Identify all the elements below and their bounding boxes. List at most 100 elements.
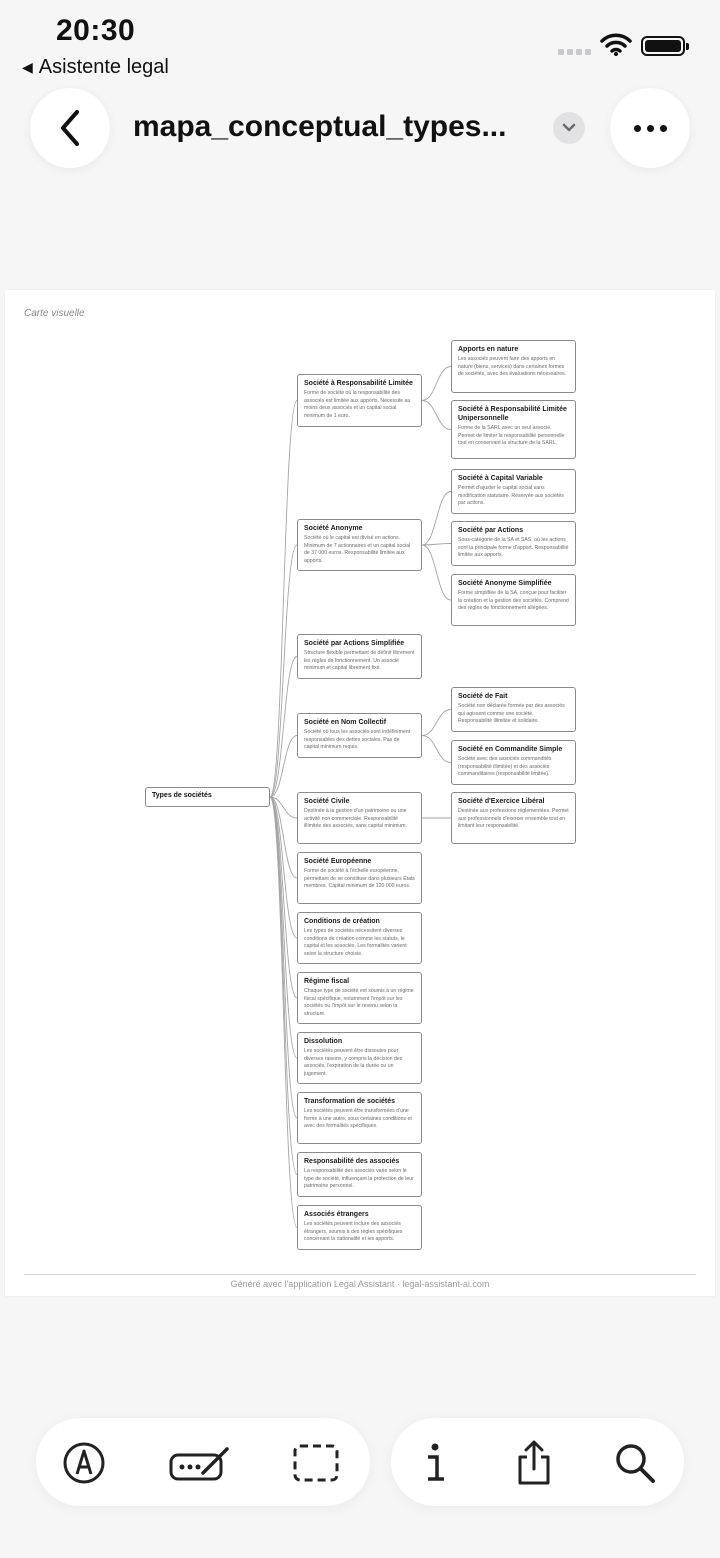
back-app-label: Asistente legal <box>38 56 169 78</box>
node-description: Chaque type de société est soumis à un r… <box>304 988 414 1017</box>
connector-line <box>269 796 298 819</box>
signature-button[interactable] <box>168 1440 232 1486</box>
connector-line <box>269 796 298 999</box>
connector-line <box>269 796 298 1119</box>
concept-map: Types de sociétés Société à Responsabili… <box>5 290 715 1280</box>
node-title: Société par Actions Simplifiée <box>304 640 405 647</box>
node-title: Société à Capital Variable <box>458 475 543 482</box>
node-title: Transformation de sociétés <box>304 1098 396 1105</box>
node-description: Les associés peuvent faire des apports e… <box>458 356 567 378</box>
document-title[interactable]: mapa_conceptual_types... <box>133 110 507 143</box>
node-description: Destinée aux professions réglementées. P… <box>458 808 569 830</box>
document-caption: Carte visuelle <box>24 308 85 319</box>
connector-line <box>421 543 452 546</box>
search-button[interactable] <box>610 1440 660 1486</box>
node-title: Société Anonyme Simplifiée <box>458 580 552 587</box>
info-icon <box>428 1443 444 1481</box>
connector-line <box>421 366 452 401</box>
document-page[interactable]: Carte visuelle Types de sociétés Société… <box>5 290 715 1296</box>
ellipsis-icon <box>633 124 667 132</box>
battery-icon <box>641 36 689 56</box>
node-description: Société où tous les associés sont indéfi… <box>304 729 411 751</box>
footer-divider <box>24 1274 696 1275</box>
node-description: Société non déclarée formée par des asso… <box>458 703 565 725</box>
back-triangle-icon: ◀ <box>22 59 33 75</box>
cellular-signal-icon <box>558 49 591 55</box>
connector-line <box>421 544 452 601</box>
status-time: 20:30 <box>56 14 136 47</box>
connector-line <box>269 796 298 879</box>
selection-button[interactable] <box>291 1440 341 1486</box>
connector-line <box>421 491 452 546</box>
share-icon <box>518 1440 550 1485</box>
map-connectors <box>269 366 452 1228</box>
connector-line <box>421 400 452 430</box>
map-node-level1: Responsabilité des associés La responsabi… <box>297 1152 422 1197</box>
selection-icon <box>293 1444 339 1482</box>
node-description: Forme de société où la responsabilité de… <box>304 390 411 419</box>
node-description: Forme de la SARL avec un seul associé. P… <box>458 425 565 447</box>
share-button[interactable] <box>509 1440 559 1486</box>
wifi-icon <box>600 32 632 61</box>
node-description: Structure flexible permettant de définir… <box>304 650 415 672</box>
node-title: Conditions de création <box>304 918 380 925</box>
node-description: La responsabilité des associés varie sel… <box>304 1168 414 1190</box>
markup-button[interactable] <box>59 1440 109 1486</box>
map-root-node: Types de sociétés <box>145 787 270 807</box>
node-description: Les sociétés peuvent inclure des associé… <box>304 1221 403 1243</box>
node-title: Société par Actions <box>458 527 524 534</box>
node-title: Société d'Exercice Libéral <box>458 798 545 805</box>
more-options-button[interactable] <box>610 88 690 168</box>
search-icon <box>616 1444 655 1483</box>
node-description: Destinée à la gestion d'un patrimoine ou… <box>304 808 407 830</box>
connector-line <box>421 735 452 763</box>
connector-line <box>269 400 298 798</box>
back-button[interactable] <box>30 88 110 168</box>
connector-line <box>421 709 452 736</box>
connector-line <box>269 796 298 1175</box>
node-description: Forme simplifiée de la SA, conçue pour f… <box>458 590 569 612</box>
node-title: Associés étrangers <box>304 1211 369 1218</box>
info-button[interactable] <box>410 1440 460 1486</box>
toolbar-right-group <box>391 1418 684 1506</box>
document-footer: Généré avec l'application Legal Assistan… <box>230 1279 490 1289</box>
connector-line <box>269 735 298 798</box>
connector-line <box>269 656 298 798</box>
connector-line <box>269 796 298 1228</box>
node-title: Société Civile <box>304 798 350 805</box>
node-title: Société Européenne <box>304 858 372 865</box>
toolbar-left-group <box>36 1418 370 1506</box>
node-description: Les sociétés peuvent être transformées d… <box>304 1108 412 1130</box>
node-title: Société en Nom Collectif <box>304 719 387 726</box>
signature-icon <box>169 1447 229 1481</box>
chevron-down-icon <box>562 123 576 132</box>
connector-line <box>269 796 298 1059</box>
node-title: Société à Responsabilité Limitée <box>304 380 413 387</box>
node-title: Société de Fait <box>458 693 508 700</box>
node-description: Les sociétés peuvent être dissoutes pour… <box>304 1048 403 1077</box>
node-title: Société Anonyme <box>304 525 363 532</box>
back-to-app-link[interactable]: ◀ Asistente legal <box>22 56 169 79</box>
chevron-left-icon <box>61 110 79 146</box>
node-title: Dissolution <box>304 1038 343 1045</box>
title-menu-button[interactable] <box>553 112 585 144</box>
markup-icon <box>63 1442 105 1484</box>
node-title: Responsabilité des associés <box>304 1158 400 1165</box>
node-description: Société où le capital est divisé en acti… <box>304 535 411 564</box>
node-description: Société avec des associés commandités (r… <box>458 756 552 778</box>
node-title: Apports en nature <box>458 346 519 353</box>
node-description: Forme de société à l'échelle européenne,… <box>304 868 416 890</box>
